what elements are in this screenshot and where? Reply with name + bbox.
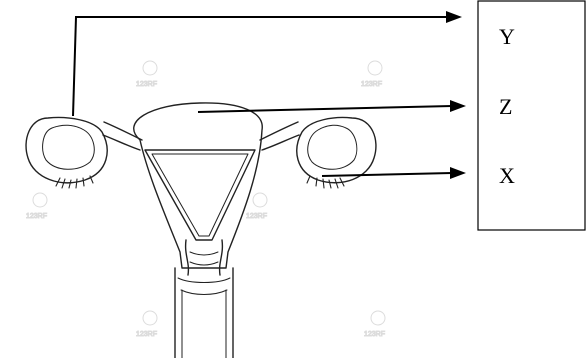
svg-text:123RF: 123RF (246, 213, 267, 220)
watermark: 123RF (364, 311, 385, 338)
leader-lines (73, 17, 452, 176)
arrowhead-z (450, 100, 466, 112)
label-box (478, 1, 585, 230)
arrowhead-x (450, 167, 466, 179)
svg-text:123RF: 123RF (361, 81, 382, 88)
svg-text:123RF: 123RF (26, 213, 47, 220)
vagina (175, 268, 233, 358)
watermark: 123RF (136, 61, 157, 88)
label-y: Y (499, 24, 515, 49)
watermark: 123RF (136, 311, 157, 338)
arrowheads (446, 11, 466, 179)
cervix (186, 240, 223, 275)
ovary-left (26, 118, 107, 183)
arrow-z-line (198, 106, 452, 112)
arrow-y-line (73, 17, 450, 116)
svg-text:123RF: 123RF (136, 331, 157, 338)
svg-text:123RF: 123RF (364, 331, 385, 338)
arrow-x-line (322, 173, 452, 176)
uterus-outline (134, 103, 263, 268)
label-x: X (499, 163, 515, 188)
fallopian-tube-right (260, 122, 299, 150)
ovary-right (297, 118, 376, 183)
label-z: Z (499, 94, 512, 119)
arrowhead-y (446, 11, 462, 23)
svg-text:123RF: 123RF (136, 81, 157, 88)
watermark: 123RF (361, 61, 382, 88)
anatomy (26, 103, 376, 358)
watermark: 123RF (246, 193, 267, 220)
watermark: 123RF (26, 193, 47, 220)
